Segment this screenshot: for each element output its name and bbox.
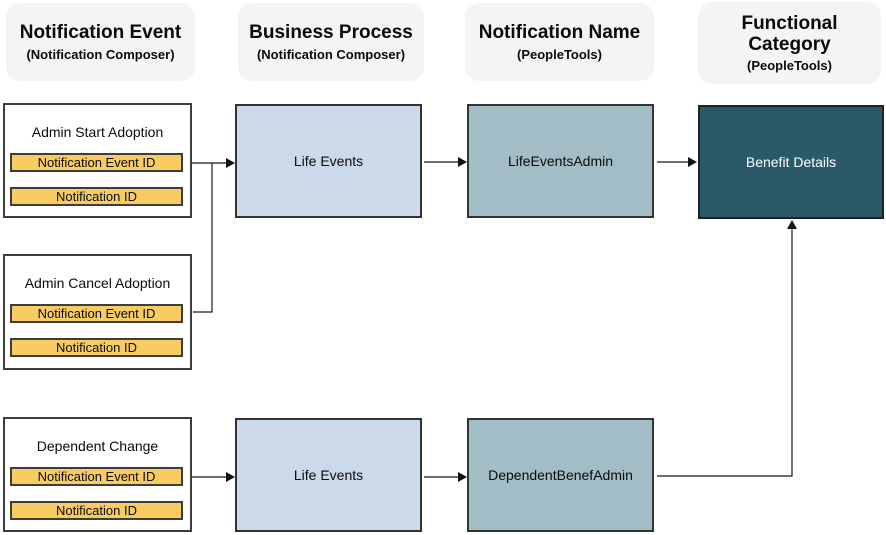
arrowhead-icon (226, 158, 235, 168)
event-box-admin-cancel-adoption: Admin Cancel Adoption Notification Event… (3, 254, 192, 370)
header-business-process: Business Process (Notification Composer) (238, 3, 424, 81)
event-title: Dependent Change (36, 438, 159, 454)
line-dependentbenefadmin-to-benefit-details (657, 229, 793, 477)
event-title: Admin Cancel Adoption (24, 275, 171, 291)
arrowhead-icon (226, 472, 235, 482)
header-title: Notification Name (478, 22, 641, 44)
event-box-admin-start-adoption: Admin Start Adoption Notification Event … (3, 103, 192, 218)
header-title: Functional Category (741, 12, 838, 55)
process-box-life-events-1: Life Events (235, 104, 422, 218)
field-notification-id: Notification ID (10, 187, 183, 206)
header-notification-event: Notification Event (Notification Compose… (6, 3, 195, 81)
field-notification-event-id: Notification Event ID (10, 304, 183, 323)
field-notification-event-id: Notification Event ID (10, 153, 183, 172)
header-subtitle: (Notification Composer) (256, 46, 406, 62)
arrowhead-icon (688, 157, 697, 167)
header-notification-name: Notification Name (PeopleTools) (465, 3, 654, 81)
field-notification-event-id: Notification Event ID (10, 467, 183, 486)
header-functional-category: Functional Category (PeopleTools) (698, 2, 881, 84)
header-title: Business Process (249, 22, 413, 44)
header-subtitle: (Notification Composer) (26, 46, 175, 62)
arrowhead-icon (458, 472, 467, 482)
line-admin-cancel-branch (193, 163, 213, 313)
event-title: Admin Start Adoption (31, 124, 164, 140)
notification-box-lifeeventsadmin: LifeEventsAdmin (467, 104, 654, 218)
event-box-dependent-change: Dependent Change Notification Event ID N… (3, 417, 192, 532)
header-title: Notification Event (19, 22, 182, 44)
field-notification-id: Notification ID (10, 501, 183, 520)
header-subtitle: (PeopleTools) (517, 46, 602, 62)
field-notification-id: Notification ID (10, 338, 183, 357)
notification-box-dependentbenefadmin: DependentBenefAdmin (467, 418, 654, 532)
category-box-benefit-details: Benefit Details (698, 105, 884, 219)
header-subtitle: (PeopleTools) (747, 58, 832, 74)
arrowhead-icon (787, 220, 797, 229)
process-box-life-events-2: Life Events (235, 418, 422, 532)
arrowhead-icon (458, 157, 467, 167)
